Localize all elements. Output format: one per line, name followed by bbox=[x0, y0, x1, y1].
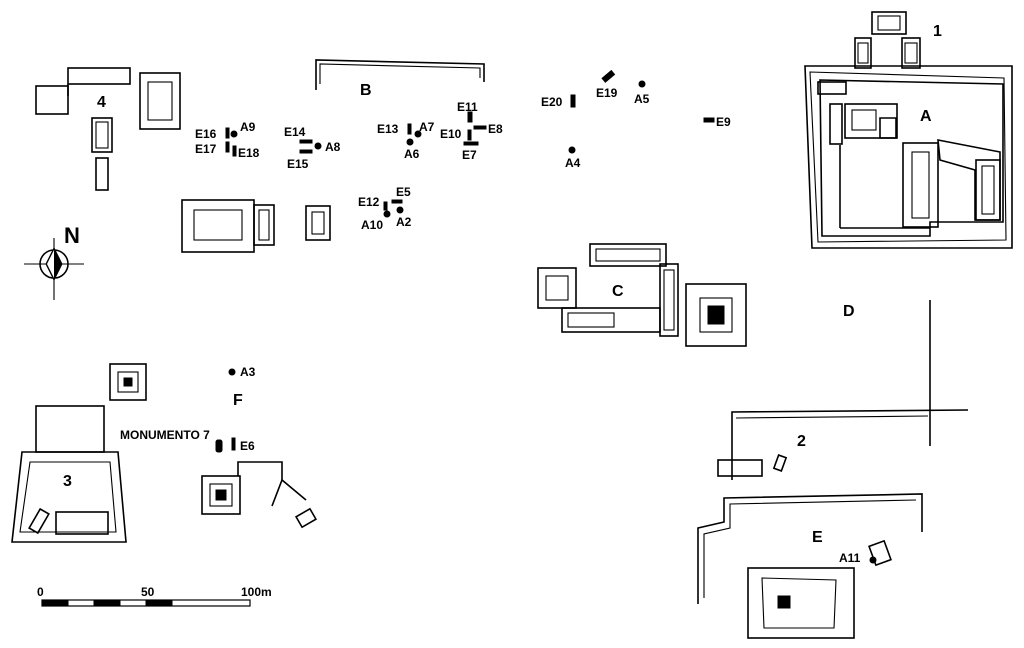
stela-e20-marker bbox=[570, 94, 576, 108]
stela-e8-marker bbox=[473, 125, 487, 130]
monument-7-marker bbox=[215, 439, 223, 453]
stela-e18-marker bbox=[232, 145, 237, 157]
group-4-structures bbox=[35, 67, 181, 191]
label-a7: A7 bbox=[419, 120, 435, 134]
label-e16: E16 bbox=[195, 127, 217, 141]
label-e20: E20 bbox=[541, 95, 563, 109]
group-label-2: 2 bbox=[797, 433, 806, 450]
scale-label-0: 0 bbox=[37, 585, 44, 599]
label-e6: E6 bbox=[240, 439, 255, 453]
label-a3: A3 bbox=[240, 365, 256, 379]
stela-e11-marker bbox=[467, 111, 473, 123]
group-label-c: C bbox=[612, 283, 624, 300]
label-e7: E7 bbox=[462, 148, 477, 162]
group-label-1: 1 bbox=[933, 23, 942, 40]
central-west-structures bbox=[181, 199, 331, 253]
label-e8: E8 bbox=[488, 122, 503, 136]
altar-a7-marker bbox=[414, 130, 422, 138]
altar-a6-marker bbox=[406, 138, 414, 146]
stela-e15-marker bbox=[299, 149, 313, 154]
label-e11: E11 bbox=[457, 100, 478, 114]
group-label-3: 3 bbox=[63, 473, 72, 490]
label-e18: E18 bbox=[238, 146, 260, 160]
label-a8: A8 bbox=[325, 140, 341, 154]
label-a4: A4 bbox=[565, 156, 581, 170]
stela-e13-marker bbox=[407, 123, 412, 135]
group-f-structures bbox=[201, 461, 318, 529]
scale-label-100m: 100m bbox=[241, 585, 272, 599]
stela-e14-marker bbox=[299, 139, 313, 144]
stela-e5-marker bbox=[391, 199, 403, 204]
stela-e7-marker bbox=[463, 141, 479, 146]
scale-label-50: 50 bbox=[141, 585, 155, 599]
altar-a2-marker bbox=[396, 206, 404, 214]
stela-e10-marker bbox=[467, 129, 472, 141]
label-e17: E17 bbox=[195, 142, 217, 156]
group-label-4: 4 bbox=[97, 94, 106, 111]
group-label-d: D bbox=[843, 303, 855, 320]
north-arrow-label: N bbox=[64, 223, 80, 248]
stela-e12-marker bbox=[383, 201, 388, 211]
group-c-structures bbox=[537, 243, 747, 347]
altar-a8-marker bbox=[314, 142, 322, 150]
altar-a10-marker bbox=[383, 210, 391, 218]
scale-bar: 0 50 100m bbox=[37, 585, 272, 607]
north-arrow: N bbox=[24, 223, 84, 300]
label-a11: A11 bbox=[839, 551, 861, 565]
label-e15: E15 bbox=[287, 157, 309, 171]
label-e10: E10 bbox=[440, 127, 462, 141]
stela-e6-marker bbox=[231, 437, 236, 451]
group-b-structures bbox=[315, 59, 485, 90]
group-label-f: F bbox=[233, 392, 243, 409]
altar-a3-marker bbox=[228, 368, 236, 376]
label-e13: E13 bbox=[377, 122, 399, 136]
stela-e16-marker bbox=[225, 127, 230, 139]
altar-a11-marker bbox=[869, 556, 877, 564]
label-a6: A6 bbox=[404, 147, 420, 161]
label-a10: A10 bbox=[361, 218, 383, 232]
stela-e19-marker bbox=[601, 69, 616, 83]
altar-a9-marker bbox=[230, 130, 238, 138]
group-d-walls bbox=[697, 300, 969, 639]
altar-markers bbox=[228, 80, 877, 564]
label-e5: E5 bbox=[396, 185, 411, 199]
stela-e17-marker bbox=[225, 141, 230, 153]
label-e12: E12 bbox=[358, 195, 380, 209]
altar-a5-marker bbox=[638, 80, 646, 88]
group-label-e: E bbox=[812, 529, 823, 546]
stela-e9-marker bbox=[703, 117, 715, 123]
group-a-structures bbox=[804, 11, 1013, 249]
label-e19: E19 bbox=[596, 86, 618, 100]
group-3-structures bbox=[11, 363, 147, 543]
group-label-a: A bbox=[920, 108, 932, 125]
label-a9: A9 bbox=[240, 120, 256, 134]
label-a5: A5 bbox=[634, 92, 650, 106]
label-monumento-7: MONUMENTO 7 bbox=[120, 428, 210, 442]
group-label-b: B bbox=[360, 82, 372, 99]
stela-markers bbox=[215, 69, 715, 453]
label-a2: A2 bbox=[396, 215, 412, 229]
altar-a4-marker bbox=[568, 146, 576, 154]
label-e9: E9 bbox=[716, 115, 731, 129]
label-e14: E14 bbox=[284, 125, 306, 139]
